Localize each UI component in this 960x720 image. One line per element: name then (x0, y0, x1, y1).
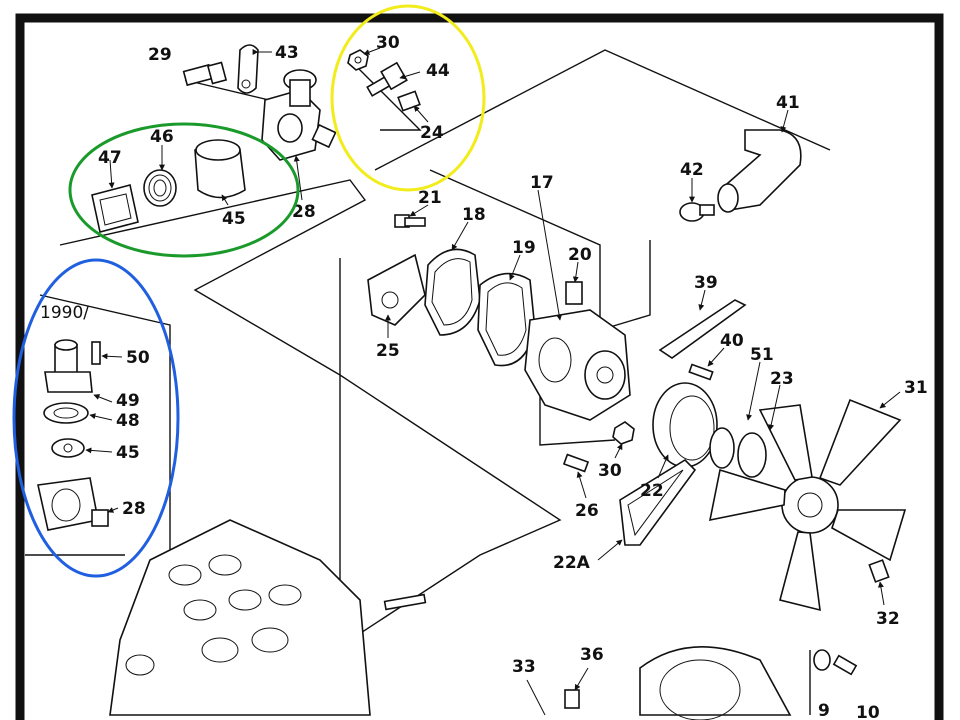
inset-housing-28 (37, 477, 109, 531)
diagram-border (15, 13, 944, 720)
callout-40: 40 (720, 331, 744, 351)
callout-50: 50 (126, 348, 150, 368)
callout-leaders (85, 47, 901, 716)
callout-28: 28 (292, 202, 316, 222)
inset-gasket-48 (43, 402, 89, 424)
gasket-18 (424, 248, 481, 336)
callout-41: 41 (776, 93, 800, 113)
gasket-47 (91, 184, 139, 233)
engine-block (109, 519, 371, 716)
highlight-ellipse-green (68, 122, 300, 258)
callout-43: 43 (275, 43, 299, 63)
callout-31: 31 (904, 378, 928, 398)
assembly-guide-lines (25, 49, 831, 715)
callout-44: 44 (426, 61, 450, 81)
callout-22a: 22A (553, 553, 591, 573)
bolt-29 (182, 61, 228, 87)
spacer-51 (709, 427, 735, 469)
spacer-23 (737, 432, 767, 478)
callout-26: 26 (575, 501, 599, 521)
stud-20 (565, 281, 583, 305)
thermostat-housing-28 (261, 69, 337, 161)
callout-9: 9 (818, 701, 830, 720)
callout-labels: 29 43 30 44 24 41 47 46 45 28 17 42 21 1… (40, 33, 928, 720)
plug-24 (397, 90, 421, 112)
callout-10: 10 (856, 703, 880, 720)
callout-32: 32 (876, 609, 900, 629)
bolt-40 (688, 363, 714, 381)
callout-51: 51 (750, 345, 774, 365)
bolt-36 (564, 689, 580, 709)
callout-45: 45 (222, 209, 246, 229)
callout-42: 42 (680, 160, 704, 180)
hose-41 (717, 129, 802, 213)
inset-thermostat-45 (51, 438, 85, 458)
bracket-43 (237, 44, 259, 94)
alternator (639, 646, 792, 720)
drive-belt-22a (619, 458, 697, 546)
callout-20: 20 (568, 245, 592, 265)
callout-33: 33 (512, 657, 536, 677)
bolt-32 (868, 559, 890, 583)
callout-24: 24 (420, 123, 444, 143)
callout-36: 36 (580, 645, 604, 665)
inset-bolt-50 (91, 341, 101, 365)
washer-9 (813, 649, 831, 671)
fan-31 (708, 398, 907, 612)
callout-48: 48 (116, 411, 140, 431)
inset-year-label: 1990/ (40, 303, 89, 323)
callout-23: 23 (770, 369, 794, 389)
callout-39: 39 (694, 273, 718, 293)
callout-49: 49 (116, 391, 140, 411)
callout-46: 46 (150, 127, 174, 147)
pulley-22 (652, 382, 718, 468)
callout-30: 30 (376, 33, 400, 53)
inset-housing-50 (44, 339, 93, 393)
highlight-ellipse-yellow (330, 4, 486, 192)
hose-clamp-42 (679, 202, 715, 222)
temperature-sensor-44 (366, 61, 408, 97)
thermostat-45 (194, 139, 246, 199)
long-bolt (383, 593, 427, 611)
callout-21: 21 (418, 188, 442, 208)
gasket-19 (477, 272, 536, 367)
callout-19: 19 (512, 238, 536, 258)
adjuster-strap-39 (658, 299, 747, 359)
bolt-10 (832, 654, 858, 676)
callout-17: 17 (530, 173, 554, 193)
highlight-ellipse-blue (12, 258, 180, 578)
bolt-26 (562, 453, 590, 473)
callout-45-inset: 45 (116, 443, 140, 463)
callout-25: 25 (376, 341, 400, 361)
callout-47: 47 (98, 148, 122, 168)
callout-28-inset: 28 (122, 499, 146, 519)
water-pump-17 (524, 309, 631, 421)
callout-22: 22 (640, 481, 664, 501)
callout-18: 18 (462, 205, 486, 225)
nut-30-top (347, 49, 369, 71)
plate-25 (367, 253, 426, 326)
nut-30-lower (612, 421, 635, 445)
callout-29: 29 (148, 45, 172, 65)
bolt-21 (394, 214, 426, 228)
spring-46 (143, 169, 177, 207)
callout-30-lower: 30 (598, 461, 622, 481)
